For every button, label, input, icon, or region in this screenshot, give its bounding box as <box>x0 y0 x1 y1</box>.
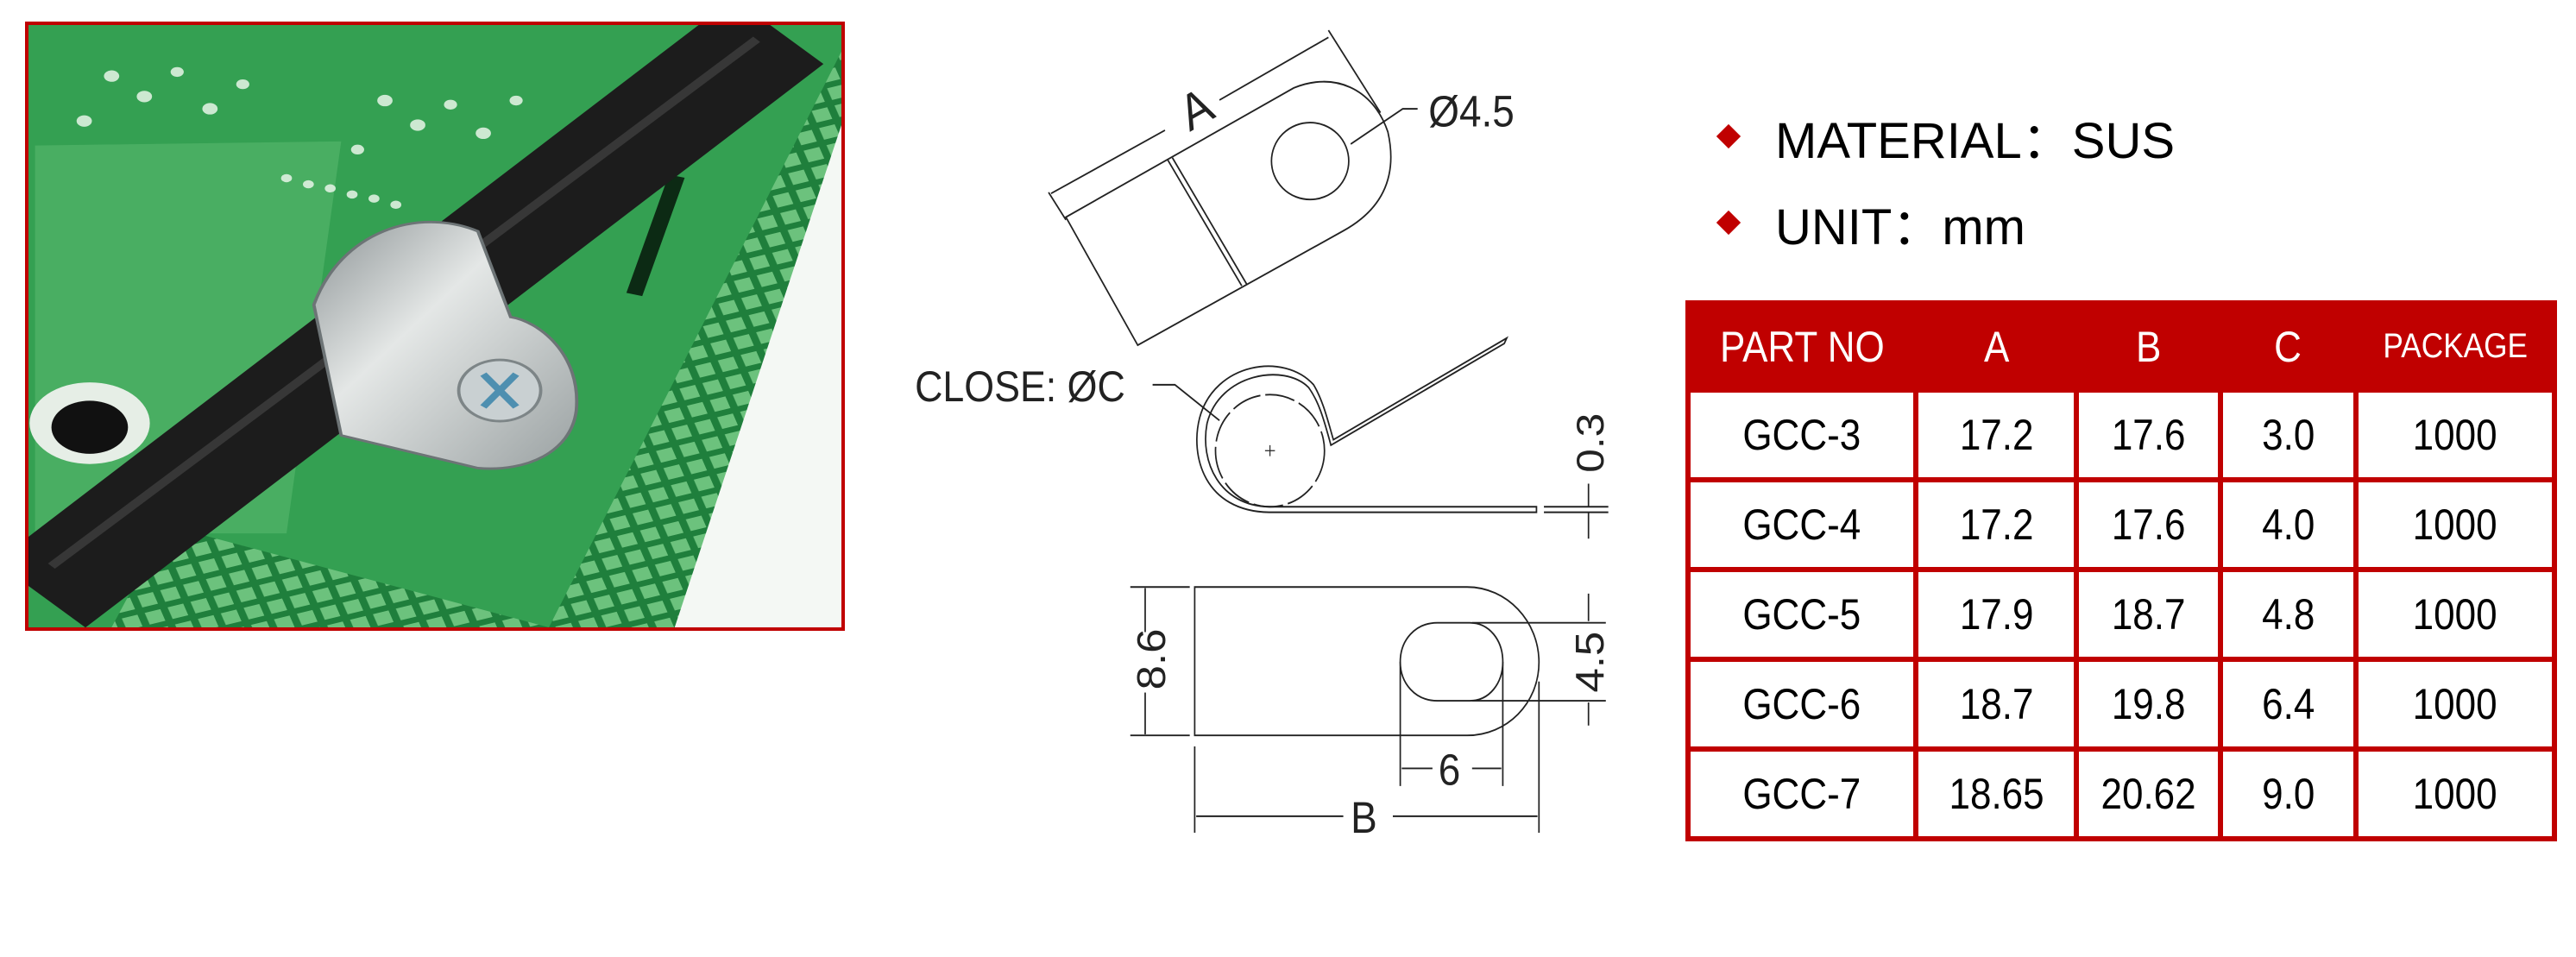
cell-a: 17.9 <box>1918 572 2075 657</box>
cell-a: 18.7 <box>1918 662 2075 746</box>
cell-package: 1000 <box>2358 752 2552 836</box>
cell-b: 17.6 <box>2079 482 2218 567</box>
cell-a: 18.65 <box>1918 752 2075 836</box>
spec-unit: UNIT：mm <box>1713 179 2175 266</box>
spec-list: MATERIAL：SUS UNIT：mm <box>1713 93 2175 266</box>
cell-b: 20.62 <box>2079 752 2218 836</box>
cell-c: 9.0 <box>2223 752 2353 836</box>
front-view: 8.6 4.5 6 B <box>1130 586 1612 843</box>
top-view: A Ø4.5 <box>1048 29 1515 347</box>
header-c: C <box>2223 305 2353 387</box>
cell-c: 4.8 <box>2223 572 2353 657</box>
cell-b: 17.6 <box>2079 393 2218 477</box>
cell-c: 3.0 <box>2223 393 2353 477</box>
side-view: CLOSE: ØC 0.3 <box>915 336 1612 539</box>
diamond-bullet-icon <box>1716 210 1741 236</box>
cell-package: 1000 <box>2358 393 2552 477</box>
cell-part-no: GCC-5 <box>1691 572 1914 657</box>
thickness-label: 0.3 <box>1569 413 1612 473</box>
dimension-b-label: B <box>1351 794 1377 843</box>
cell-package: 1000 <box>2358 482 2552 567</box>
height-label: 8.6 <box>1130 629 1174 690</box>
cable-clip-on-pcb-image <box>28 25 841 627</box>
cell-a: 17.2 <box>1918 393 2075 477</box>
cell-part-no: GCC-7 <box>1691 752 1914 836</box>
header-part-no: PART NO <box>1691 305 1914 387</box>
cell-package: 1000 <box>2358 662 2552 746</box>
cell-part-no: GCC-4 <box>1691 482 1914 567</box>
cell-b: 18.7 <box>2079 572 2218 657</box>
table-header-row: PART NO A B C PACKAGE <box>1691 305 2552 387</box>
slot-length-label: 6 <box>1439 746 1461 795</box>
close-diameter-label: CLOSE: ØC <box>915 363 1125 412</box>
product-photo <box>25 22 845 631</box>
material-text: MATERIAL：SUS <box>1775 113 2176 169</box>
technical-drawing: A Ø4.5 CLOSE: ØC 0.3 8.6 4.5 6 <box>898 0 1674 863</box>
header-a: A <box>1918 305 2075 387</box>
unit-text: UNIT：mm <box>1775 199 2025 255</box>
cell-part-no: GCC-3 <box>1691 393 1914 477</box>
cell-a: 17.2 <box>1918 482 2075 567</box>
dimension-a-label: A <box>1171 76 1222 142</box>
diamond-bullet-icon <box>1716 123 1741 149</box>
cell-package: 1000 <box>2358 572 2552 657</box>
cell-part-no: GCC-6 <box>1691 662 1914 746</box>
clip-dimension-drawing: A Ø4.5 CLOSE: ØC 0.3 8.6 4.5 6 <box>915 29 1612 843</box>
slot-width-label: 4.5 <box>1568 632 1612 693</box>
header-b: B <box>2079 305 2218 387</box>
cell-c: 6.4 <box>2223 662 2353 746</box>
hole-diameter-label: Ø4.5 <box>1428 87 1515 136</box>
spec-material: MATERIAL：SUS <box>1713 93 2175 179</box>
cell-c: 4.0 <box>2223 482 2353 567</box>
cell-b: 19.8 <box>2079 662 2218 746</box>
header-package: PACKAGE <box>2358 305 2552 387</box>
